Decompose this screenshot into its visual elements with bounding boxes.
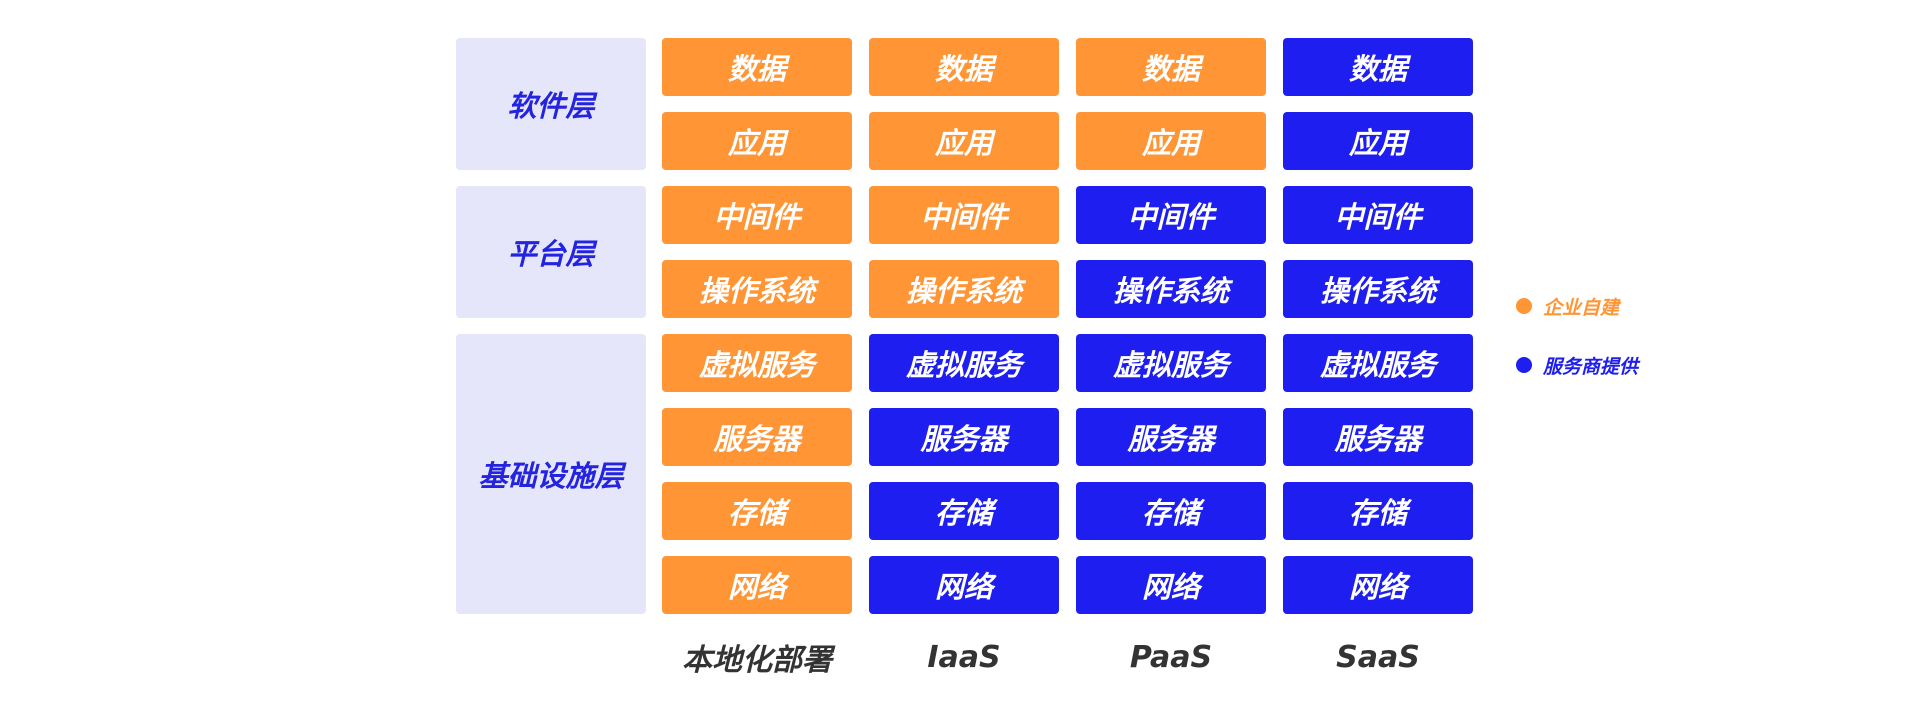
column-label: SaaS — [1336, 639, 1420, 675]
grid-cell: 虚拟服务 — [869, 334, 1059, 392]
grid-cell: 中间件 — [869, 186, 1059, 244]
grid-cell: 网络 — [1076, 556, 1266, 614]
legend-dot-icon — [1516, 357, 1532, 373]
grid-cell: 虚拟服务 — [1283, 334, 1473, 392]
grid-cell: 中间件 — [1076, 186, 1266, 244]
grid-cell: 应用 — [1283, 112, 1473, 170]
legend-item: 服务商提供 — [1516, 351, 1638, 379]
column-label: 本地化部署 — [682, 643, 832, 678]
grid-cell: 应用 — [869, 112, 1059, 170]
grid-cell: 应用 — [1076, 112, 1266, 170]
grid-cell: 服务器 — [1283, 408, 1473, 466]
legend-label: 企业自建 — [1543, 296, 1620, 319]
grid-cell: 中间件 — [662, 186, 852, 244]
grid-cell: 操作系统 — [662, 260, 852, 318]
grid-cell: 应用 — [662, 112, 852, 170]
grid-cell: 服务器 — [662, 408, 852, 466]
layer-label: 平台层 — [456, 186, 646, 318]
grid-cell: 存储 — [869, 482, 1059, 540]
legend-label: 服务商提供 — [1543, 355, 1639, 378]
grid-cell: 操作系统 — [869, 260, 1059, 318]
legend-dot-icon — [1516, 298, 1532, 314]
layer-label: 基础设施层 — [456, 334, 646, 614]
column-label: PaaS — [1129, 639, 1213, 675]
grid-cell: 虚拟服务 — [1076, 334, 1266, 392]
grid-cell: 数据 — [869, 38, 1059, 96]
grid-cell: 网络 — [869, 556, 1059, 614]
grid-cell: 数据 — [1283, 38, 1473, 96]
grid-cell: 存储 — [662, 482, 852, 540]
grid-cell: 存储 — [1076, 482, 1266, 540]
column-label: IaaS — [927, 639, 1001, 675]
layer-label: 软件层 — [456, 38, 646, 170]
grid-cell: 操作系统 — [1283, 260, 1473, 318]
grid-cell: 网络 — [662, 556, 852, 614]
legend-item: 企业自建 — [1516, 292, 1619, 320]
grid-cell: 虚拟服务 — [662, 334, 852, 392]
grid-cell: 存储 — [1283, 482, 1473, 540]
grid-cell: 服务器 — [869, 408, 1059, 466]
grid-cell: 服务器 — [1076, 408, 1266, 466]
grid-cell: 网络 — [1283, 556, 1473, 614]
grid-cell: 数据 — [1076, 38, 1266, 96]
grid-cell: 数据 — [662, 38, 852, 96]
grid-cell: 操作系统 — [1076, 260, 1266, 318]
grid-cell: 中间件 — [1283, 186, 1473, 244]
